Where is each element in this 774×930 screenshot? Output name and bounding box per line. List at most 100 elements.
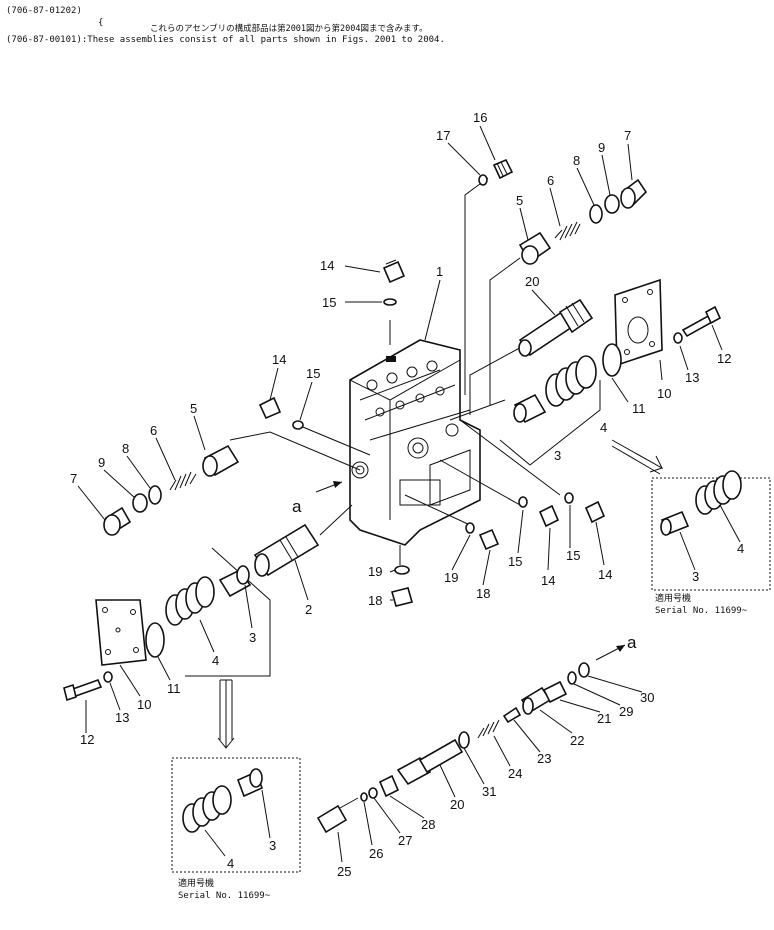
callout-26: 26 bbox=[369, 846, 383, 861]
part-13-washer-right bbox=[673, 332, 683, 344]
callout-15: 15 bbox=[306, 366, 320, 381]
callout-17: 17 bbox=[436, 128, 450, 143]
part-11-gasket-right bbox=[602, 343, 622, 377]
part-18-plug-bottom bbox=[391, 587, 413, 607]
part-16-plug bbox=[492, 158, 514, 180]
part-4-spring-set-inset-bottom bbox=[182, 785, 232, 833]
callout-7: 7 bbox=[70, 471, 77, 486]
serial-inset-right bbox=[611, 439, 771, 591]
callout-3: 3 bbox=[269, 838, 276, 853]
part-24-spring bbox=[477, 719, 500, 739]
header-japanese-note: これらのアセンブリの構成部品は第2001図から第2004図まで含みます。 bbox=[150, 24, 428, 34]
part-15-o-ring-upper bbox=[383, 298, 397, 306]
part-17-o-ring bbox=[478, 174, 488, 186]
part-5-piston-upper bbox=[518, 231, 552, 265]
serial-bottom-en: Serial No. 11699~ bbox=[178, 891, 271, 901]
part-23-pin bbox=[502, 706, 522, 724]
callout-5: 5 bbox=[190, 401, 197, 416]
part-19-o-ring-right bbox=[465, 522, 475, 534]
serial-bottom-jp: 適用号機 bbox=[178, 877, 214, 889]
part-19-o-ring-bottom bbox=[394, 565, 410, 575]
callout-4: 4 bbox=[227, 856, 234, 871]
arrow-a-bottom bbox=[595, 644, 626, 661]
callout-6: 6 bbox=[150, 423, 157, 438]
header-bracket: { bbox=[98, 18, 104, 28]
callout-3: 3 bbox=[692, 569, 699, 584]
callout-4: 4 bbox=[737, 541, 744, 556]
part-12-bolt-left bbox=[63, 678, 103, 702]
serial-right-jp: 適用号機 bbox=[655, 592, 691, 604]
leader-lines bbox=[185, 177, 601, 677]
callout-5: 5 bbox=[516, 193, 523, 208]
callout-22: 22 bbox=[570, 733, 584, 748]
callout-27: 27 bbox=[398, 833, 412, 848]
part-9-washer-upper bbox=[604, 194, 620, 214]
callout-7: 7 bbox=[624, 128, 631, 143]
part-12-bolt-right bbox=[681, 305, 722, 338]
callout-4: 4 bbox=[600, 420, 607, 435]
callout-1: 1 bbox=[436, 264, 443, 279]
callout-21: 21 bbox=[597, 711, 611, 726]
callout-a-body: a bbox=[292, 497, 302, 516]
callout-23: 23 bbox=[537, 751, 551, 766]
serial-inset-bottom bbox=[171, 679, 301, 873]
part-29-o-ring bbox=[567, 671, 577, 685]
part-15-o-ring-right-b bbox=[564, 492, 574, 504]
part-14-plug-right-a bbox=[538, 504, 560, 528]
callout-16: 16 bbox=[473, 110, 487, 125]
callout-2: 2 bbox=[305, 602, 312, 617]
callout-28: 28 bbox=[421, 817, 435, 832]
callout-13: 13 bbox=[115, 710, 129, 725]
part-25-screw bbox=[316, 797, 359, 834]
part-15-o-ring-left bbox=[292, 420, 304, 430]
callout-18: 18 bbox=[476, 586, 490, 601]
part-22-piston bbox=[520, 686, 552, 715]
part-18-plug-right bbox=[478, 528, 500, 551]
part-31-o-ring bbox=[458, 731, 470, 749]
callout-31: 31 bbox=[482, 784, 496, 799]
serial-right-en: Serial No. 11699~ bbox=[655, 606, 748, 616]
callout-19: 19 bbox=[444, 570, 458, 585]
callout-14: 14 bbox=[272, 352, 286, 367]
callout-10: 10 bbox=[137, 697, 151, 712]
callout-15: 15 bbox=[322, 295, 336, 310]
part-7-cap-upper bbox=[620, 178, 648, 209]
callout-9: 9 bbox=[598, 140, 605, 155]
part-4-spring-set-left bbox=[165, 576, 215, 626]
part-11-gasket-left bbox=[145, 622, 165, 658]
callout-3: 3 bbox=[249, 630, 256, 645]
part-20-spool-upper bbox=[518, 298, 594, 357]
callout-14: 14 bbox=[541, 573, 555, 588]
callout-29: 29 bbox=[619, 704, 633, 719]
callout-11: 11 bbox=[632, 401, 646, 416]
part-8-ring-left bbox=[148, 485, 162, 505]
callout-14: 14 bbox=[598, 567, 612, 582]
part-4-spring-set-right bbox=[545, 355, 597, 407]
callout-3: 3 bbox=[554, 448, 561, 463]
callout-6: 6 bbox=[547, 173, 554, 188]
callout-labels: 1 2 3 3 3 3 4 4 4 4 5 5 6 6 7 7 8 8 9 9 … bbox=[70, 110, 744, 879]
arrow-a-body bbox=[315, 481, 343, 493]
callout-8: 8 bbox=[573, 153, 580, 168]
callout-15: 15 bbox=[508, 554, 522, 569]
header-part-number: (706-87-01202) bbox=[6, 6, 82, 16]
callout-30: 30 bbox=[640, 690, 654, 705]
part-10-cover-right bbox=[614, 278, 663, 367]
callout-11: 11 bbox=[167, 681, 181, 696]
part-3-retainer-inset-bottom bbox=[236, 768, 264, 798]
part-30-ring bbox=[578, 662, 590, 678]
callout-leaders bbox=[77, 125, 741, 863]
part-9-washer-left bbox=[132, 493, 148, 513]
callout-19: 19 bbox=[368, 564, 382, 579]
part-13-washer-left bbox=[103, 671, 113, 683]
part-8-ring-upper bbox=[589, 204, 603, 224]
part-26-ring bbox=[360, 792, 368, 802]
part-3-retainer-inset-right bbox=[660, 510, 690, 536]
callout-18: 18 bbox=[368, 593, 382, 608]
part-14-plug-upper bbox=[382, 259, 406, 284]
callout-24: 24 bbox=[508, 766, 522, 781]
callout-20: 20 bbox=[525, 274, 539, 289]
part-28-nut bbox=[378, 774, 400, 798]
callout-12: 12 bbox=[717, 351, 731, 366]
